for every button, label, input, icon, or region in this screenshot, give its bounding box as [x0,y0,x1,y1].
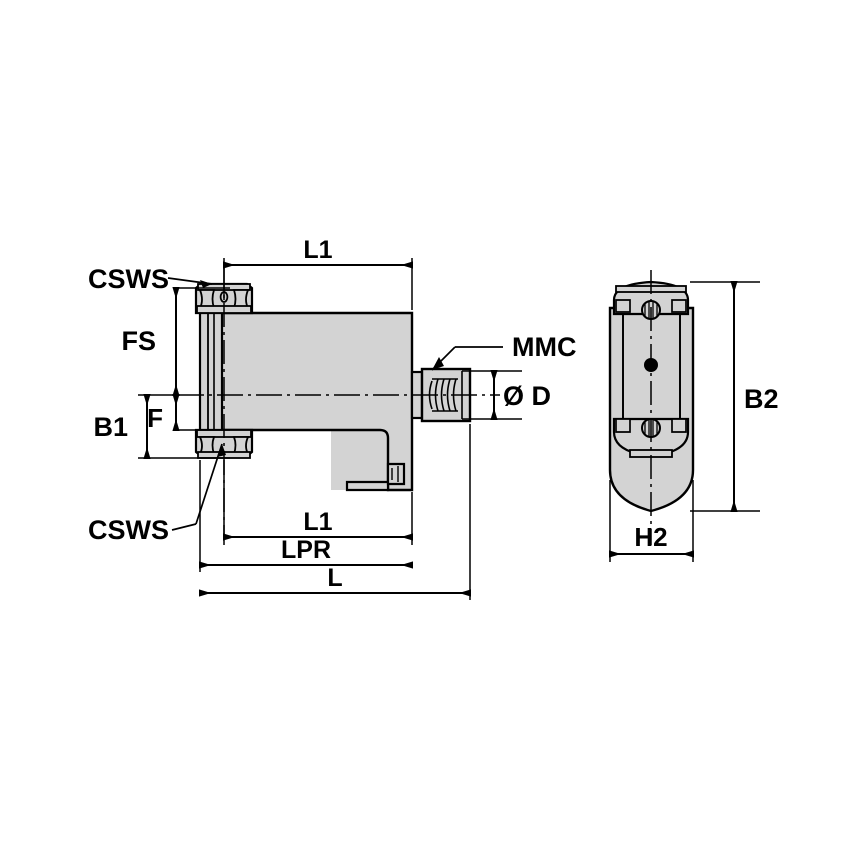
front-top-clamp-pad-left [615,299,631,313]
diameter-d-label: Ø D [503,381,551,411]
lpr-label: LPR [281,536,331,564]
side-leg-foot [345,480,390,492]
b1-label: B1 [93,412,128,442]
callout-csws-top: CSWS [88,264,213,294]
front-top-clamp-pad-right [671,299,687,313]
dimension-fs: FS [121,287,230,396]
l1-bottom-label: L1 [303,508,332,536]
front-bottom-clamp-pad-left [615,418,631,433]
dimension-b1: B1 [93,394,230,459]
side-left-flange [198,307,224,436]
fs-label: FS [121,326,156,356]
dimension-l: L [199,424,471,600]
front-bottom-clamp-pad-right [671,418,687,433]
csws-bottom-leader-h [171,523,197,531]
side-view [178,266,500,540]
dimension-h2: H2 [609,480,694,562]
h2-label: H2 [634,522,667,552]
l1-top-label: L1 [303,236,332,264]
dimension-l1-bottom: L1 [223,460,413,545]
mmc-arrowhead [432,357,444,370]
b2-label: B2 [744,384,779,414]
dimension-lpr: LPR [199,460,413,572]
dimension-l1-top: L1 [223,236,413,310]
dimension-f: F [147,394,230,433]
side-bottom-tab [386,462,406,486]
callout-mmc: MMC [431,332,576,371]
csws-bottom-label: CSWS [88,515,169,545]
mmc-thread-3 [440,378,445,412]
csws-top-arrowhead [200,280,212,288]
csws-bottom-arrowhead [217,444,226,457]
csws-top-label: CSWS [88,264,169,294]
front-view [608,270,695,545]
dimension-b2: B2 [690,281,779,512]
l-label: L [327,564,342,592]
mmc-label: MMC [512,332,576,362]
f-label: F [147,403,163,433]
callout-csws-bottom: CSWS [88,443,226,545]
dimension-diameter-d: Ø D [462,370,551,420]
mmc-thread-4 [446,378,451,412]
